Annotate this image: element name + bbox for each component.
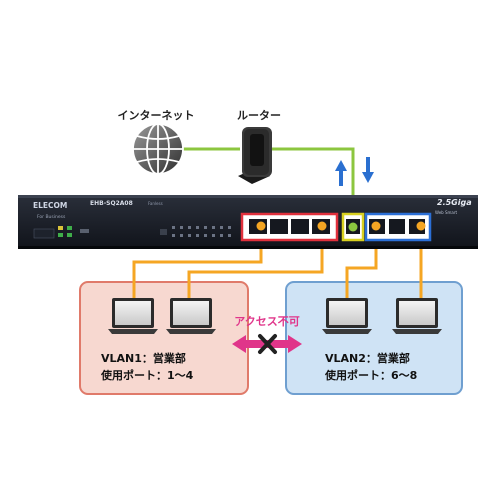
port-plugs [256,221,426,232]
laptop-icon [108,298,158,334]
laptop-icon [322,298,372,334]
router-label: ルーター [237,109,281,122]
globe-icon [132,123,184,175]
laptop-icon [392,298,442,334]
switch-subtitle: For Business [37,214,66,220]
router-icon [238,127,272,184]
cross-icon [258,334,277,354]
vlan2-name: VLAN2：営業部 [325,351,410,365]
switch-brand: ELECOM [33,201,67,210]
smart-tag: Web Smart [435,210,458,215]
up-arrow-icon [335,160,347,186]
vlan1-ports: 使用ポート：1〜4 [100,368,194,382]
switch-model: EHB-SQ2A08 [90,200,133,207]
port-led-grid [160,226,231,237]
blocked-label: アクセス不可 [234,315,299,328]
vlan2-ports: 使用ポート：6〜8 [324,368,417,382]
speed-logo: 2.5Giga [437,198,472,207]
vlan1-name: VLAN1：営業部 [101,351,186,365]
internet-label: インターネット [118,109,195,122]
laptop-icon [166,298,216,334]
status-panel [33,226,89,239]
switch-model-tag: Fanless [148,201,163,206]
down-arrow-icon [362,157,374,183]
